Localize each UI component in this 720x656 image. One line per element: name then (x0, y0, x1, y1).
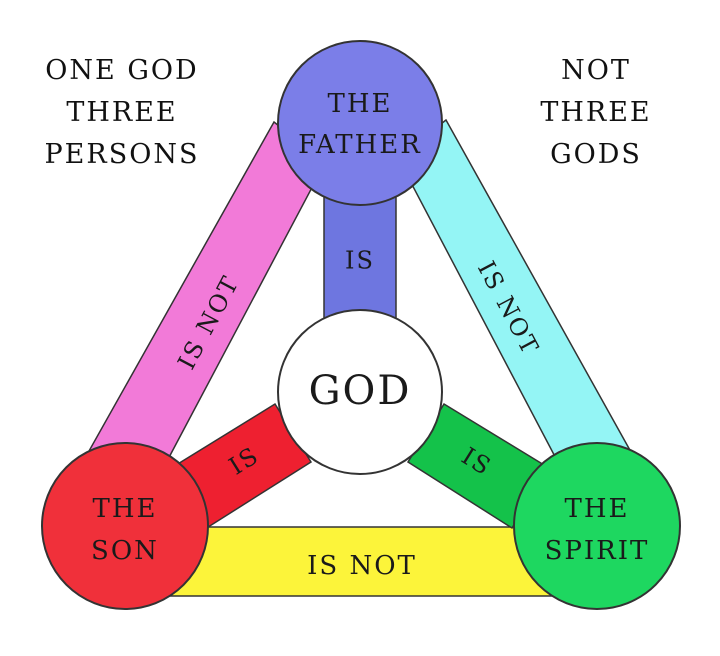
son-label-line1: THE (93, 494, 158, 524)
circle-god (277, 309, 443, 475)
circle-son (41, 442, 209, 610)
father-label-line2: FATHER (298, 130, 422, 160)
corner-right-line3: GODS (550, 139, 642, 170)
corner-text-left: ONE GOD THREE PERSONS (22, 50, 222, 176)
spirit-label-line1: THE (565, 494, 630, 524)
corner-right-line2: THREE (540, 97, 652, 128)
corner-right-line1: NOT (561, 55, 631, 86)
corner-left-line2: THREE (66, 97, 178, 128)
father-label-line1: THE (328, 89, 393, 119)
circle-father (277, 40, 443, 206)
circle-spirit (513, 442, 681, 610)
father-god-label: IS (345, 247, 375, 275)
son-label-line2: SON (91, 536, 159, 566)
spirit-label-line2: SPIRIT (545, 536, 650, 566)
corner-left-line3: PERSONS (44, 139, 200, 170)
corner-left-line1: ONE GOD (45, 55, 199, 86)
corner-text-right: NOT THREE GODS (496, 50, 696, 176)
god-label: GOD (309, 368, 412, 414)
son-spirit-label: IS NOT (307, 551, 417, 581)
